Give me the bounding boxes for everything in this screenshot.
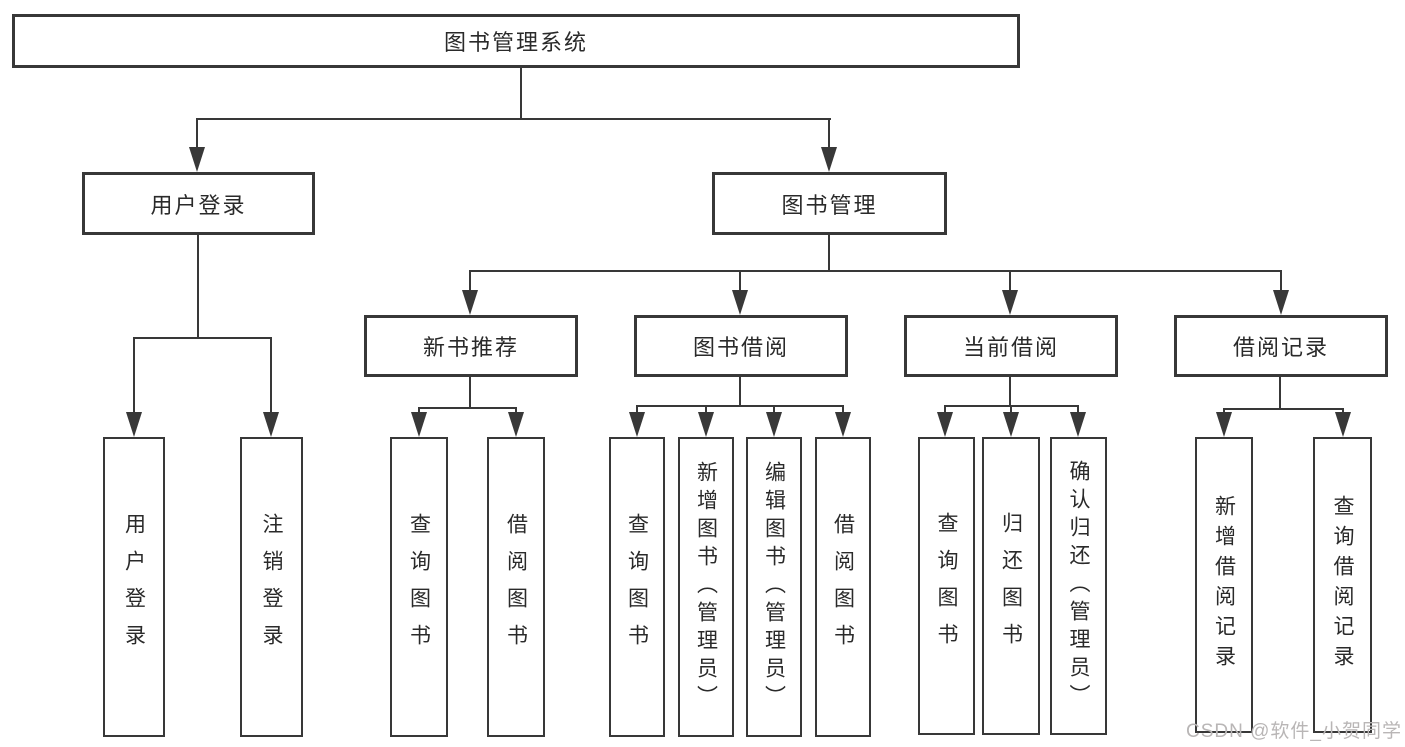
- leaf-add-book-admin-label: 新增图书（管理员）: [694, 461, 718, 713]
- connector-hline: [418, 407, 517, 409]
- arrow-down-icon: [766, 412, 782, 437]
- arrow-down-icon: [189, 147, 205, 172]
- leaf-logout-label: 注销登录: [260, 513, 283, 661]
- arrow-down-icon: [126, 412, 142, 437]
- connector-vline: [944, 405, 946, 414]
- leaf-query-book-borrow-label: 查询图书: [625, 513, 649, 661]
- connector-vline: [705, 405, 707, 414]
- arrow-down-icon: [1002, 290, 1018, 315]
- arrow-down-icon: [698, 412, 714, 437]
- leaf-user-login: 用户登录: [103, 437, 165, 737]
- node-new-book-recommend-label: 新书推荐: [422, 335, 519, 360]
- connector-vline: [828, 118, 830, 150]
- leaf-logout: 注销登录: [240, 437, 303, 737]
- node-root-label: 图书管理系统: [443, 30, 588, 55]
- node-borrow-record: 借阅记录: [1174, 315, 1388, 377]
- leaf-confirm-return-admin-label: 确认归还（管理员）: [1067, 460, 1090, 712]
- connector-vline: [1010, 405, 1012, 414]
- leaf-add-borrow-record: 新增借阅记录: [1195, 437, 1253, 733]
- connector-vline: [636, 405, 638, 414]
- csdn-watermark: CSDN @软件_小贺同学: [1186, 721, 1402, 742]
- connector-vline: [1280, 270, 1282, 292]
- arrow-down-icon: [462, 290, 478, 315]
- connector-vline: [1009, 375, 1011, 407]
- arrow-down-icon: [1335, 412, 1351, 437]
- arrow-down-icon: [1216, 412, 1232, 437]
- connector-vline: [842, 405, 844, 414]
- connector-vline: [828, 233, 830, 272]
- arrow-down-icon: [629, 412, 645, 437]
- connector-vline: [270, 337, 272, 414]
- node-current-borrow-label: 当前借阅: [962, 335, 1059, 360]
- arrow-down-icon: [1003, 412, 1019, 437]
- leaf-user-login-label: 用户登录: [122, 513, 146, 661]
- connector-vline: [520, 66, 522, 120]
- leaf-borrow-book-recommend: 借阅图书: [487, 437, 545, 737]
- connector-hline: [469, 270, 1282, 272]
- arrow-down-icon: [732, 290, 748, 315]
- leaf-query-book-recommend: 查询图书: [390, 437, 448, 737]
- leaf-return-book: 归还图书: [982, 437, 1040, 735]
- arrow-down-icon: [835, 412, 851, 437]
- leaf-query-book-current: 查询图书: [918, 437, 975, 735]
- arrow-down-icon: [1273, 290, 1289, 315]
- leaf-return-book-label: 归还图书: [999, 512, 1023, 660]
- connector-vline: [133, 337, 135, 414]
- arrow-down-icon: [937, 412, 953, 437]
- connector-vline: [469, 375, 471, 409]
- leaf-query-borrow-record-label: 查询借阅记录: [1331, 495, 1354, 675]
- connector-vline: [196, 118, 198, 150]
- node-borrow-record-label: 借阅记录: [1232, 335, 1329, 360]
- node-book-management: 图书管理: [712, 172, 947, 235]
- node-book-management-label: 图书管理: [781, 192, 878, 218]
- node-root: 图书管理系统: [12, 14, 1020, 68]
- node-new-book-recommend: 新书推荐: [364, 315, 578, 377]
- arrow-down-icon: [821, 147, 837, 172]
- arrow-down-icon: [1070, 412, 1086, 437]
- arrow-down-icon: [411, 412, 427, 437]
- leaf-edit-book-admin-label: 编辑图书（管理员）: [762, 461, 786, 713]
- connector-vline: [773, 405, 775, 414]
- node-user-login: 用户登录: [82, 172, 315, 235]
- node-book-borrow-label: 图书借阅: [692, 335, 789, 360]
- connector-vline: [1223, 408, 1225, 414]
- connector-vline: [197, 233, 199, 339]
- leaf-borrow-book-label: 借阅图书: [831, 513, 855, 661]
- arrow-down-icon: [263, 412, 279, 437]
- connector-vline: [739, 375, 741, 407]
- leaf-borrow-book-recommend-label: 借阅图书: [504, 513, 528, 661]
- leaf-add-borrow-record-label: 新增借阅记录: [1212, 495, 1236, 675]
- leaf-borrow-book: 借阅图书: [815, 437, 871, 737]
- connector-vline: [1077, 405, 1079, 414]
- connector-hline: [133, 337, 272, 339]
- connector-hline: [636, 405, 844, 407]
- connector-vline: [739, 270, 741, 292]
- connector-vline: [515, 407, 517, 415]
- connector-vline: [469, 270, 471, 292]
- leaf-edit-book-admin: 编辑图书（管理员）: [746, 437, 802, 737]
- connector-hline: [1223, 408, 1344, 410]
- leaf-confirm-return-admin: 确认归还（管理员）: [1050, 437, 1107, 735]
- leaf-query-book-borrow: 查询图书: [609, 437, 665, 737]
- node-current-borrow: 当前借阅: [904, 315, 1118, 377]
- arrow-down-icon: [508, 412, 524, 437]
- connector-vline: [1342, 408, 1344, 414]
- leaf-query-borrow-record: 查询借阅记录: [1313, 437, 1372, 733]
- node-user-login-label: 用户登录: [150, 192, 247, 218]
- connector-vline: [418, 407, 420, 415]
- leaf-query-book-recommend-label: 查询图书: [407, 513, 431, 661]
- node-book-borrow: 图书借阅: [634, 315, 848, 377]
- leaf-add-book-admin: 新增图书（管理员）: [678, 437, 734, 737]
- connector-hline: [196, 118, 831, 120]
- leaf-query-book-current-label: 查询图书: [935, 512, 958, 660]
- connector-vline: [1279, 375, 1281, 410]
- connector-vline: [1009, 270, 1011, 292]
